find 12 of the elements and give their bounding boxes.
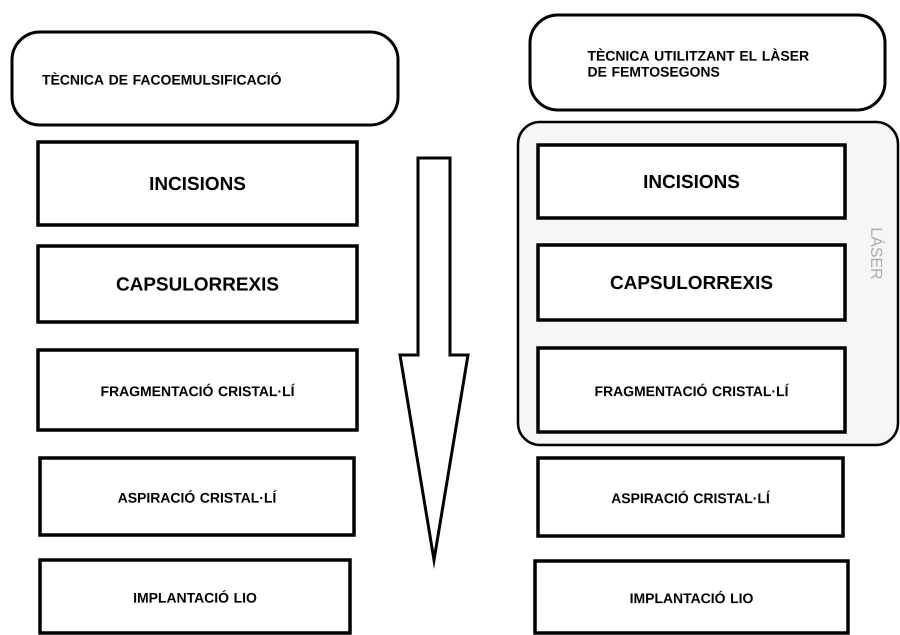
step-box: INCISIONS <box>36 140 359 227</box>
step-box: ASPIRACIÓ CRISTAL·LÍ <box>38 456 356 537</box>
step-box: FRAGMENTACIÓ CRISTAL·LÍ <box>36 348 359 432</box>
step-box: CAPSULORREXIS <box>36 244 359 324</box>
title-box: TÈCNICA DE FACOEMULSIFICACIÓ <box>10 30 400 126</box>
step-box: IMPLANTACIÓ LIO <box>533 559 850 635</box>
step-box: IMPLANTACIÓ LIO <box>38 558 352 635</box>
step-box: ASPIRACIÓ CRISTAL·LÍ <box>536 456 845 538</box>
step-box: CAPSULORREXIS <box>536 243 847 322</box>
title-box: TÈCNICA UTILITZANT EL LÀSER DE FEMTOSEGONS <box>528 14 886 112</box>
step-box: FRAGMENTACIÓ CRISTAL·LÍ <box>536 346 847 434</box>
step-box: INCISIONS <box>536 143 847 220</box>
